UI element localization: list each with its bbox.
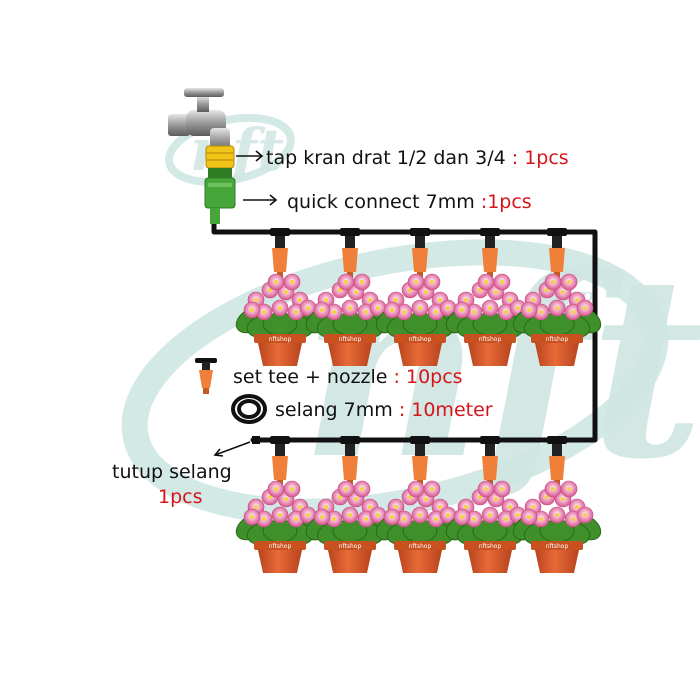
end-cap-icon [252,436,260,444]
tee-nozzle [270,436,290,485]
part-label-end-cap: tutup selang [112,461,232,483]
pot-label: nftshop [546,336,569,343]
part-label-tee-nozzle: set tee + nozzle : 10pcs [233,366,463,388]
tee-nozzle [270,228,290,277]
part-label-connector: quick connect 7mm :1pcs [287,191,532,213]
pot-label: nftshop [269,336,292,343]
part-quantity-end-cap: 1pcs [158,486,203,508]
pot-label: nftshop [409,543,432,550]
potted-flower: nftshop [512,480,602,573]
part-label-faucet: tap kran drat 1/2 dan 3/4 : 1pcs [266,147,569,169]
pot-label: nftshop [546,543,569,550]
pot-label: nftshop [339,543,362,550]
tee-nozzle [547,228,567,277]
tee-nozzle [340,228,360,277]
tee-nozzle [480,436,500,485]
quick-connector-icon [204,168,236,224]
tee-nozzle-icon [195,358,217,394]
watermark-logo-text: nft [300,220,700,514]
potted-flower: nftshop [305,273,395,366]
tee-nozzle [410,228,430,277]
potted-flower: nftshop [375,273,465,366]
pot-label: nftshop [269,543,292,550]
pot-label: nftshop [409,336,432,343]
pot-label: nftshop [479,543,502,550]
potted-flower: nftshop [445,273,535,366]
faucet-icon [168,88,235,169]
pot-label: nftshop [479,336,502,343]
arrow-end-cap [213,441,251,457]
potted-flower: nftshop [235,273,325,366]
potted-flower: nftshop [512,273,602,366]
part-label-hose: selang 7mm : 10meter [275,399,493,421]
tee-nozzle [547,436,567,485]
arrow-faucet [236,150,264,162]
arrow-connector [243,194,278,206]
potted-flower: nftshop [445,480,535,573]
pot-label: nftshop [339,336,362,343]
potted-flower: nftshop [375,480,465,573]
tee-nozzle [480,228,500,277]
plant-row-top: nftshop nftshop nftshop nftshop nftshop [235,228,602,366]
plant-row-bottom: nftshop nftshop nftshop nftshop nftshop [235,436,602,573]
hose-coil-icon [231,394,267,424]
